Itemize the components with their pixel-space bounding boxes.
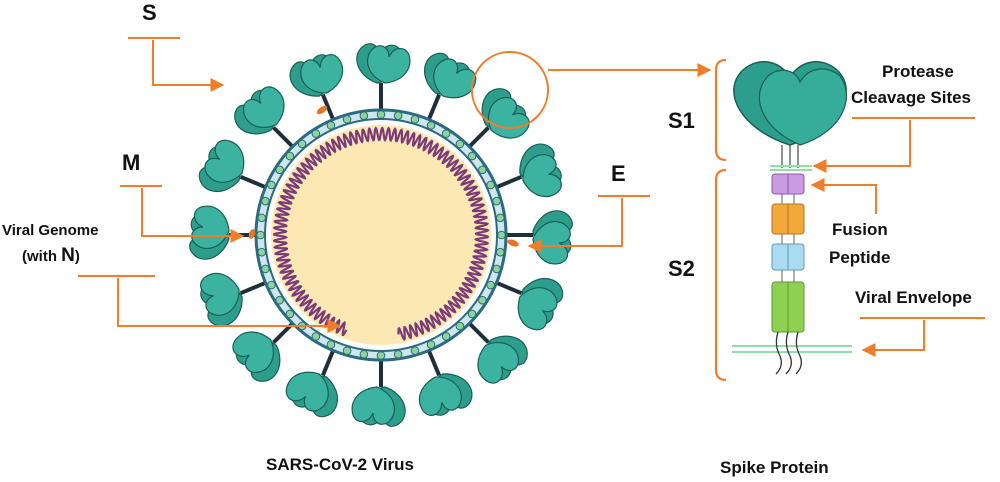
label-m: M (122, 150, 141, 175)
membrane-protein-dot (426, 340, 436, 349)
membrane-protein-dot (410, 115, 420, 124)
membrane-protein-dot (441, 129, 451, 138)
membrane-protein-dot (267, 280, 276, 290)
membrane-protein-dot (256, 230, 265, 240)
membrane-protein-dot (297, 139, 307, 149)
spike-glycoprotein (289, 54, 344, 121)
membrane-protein-dot (467, 151, 477, 161)
label-viral-genome: Viral Genome (2, 222, 99, 239)
label-peptide: Peptide (829, 248, 891, 267)
membrane-protein-dot (376, 351, 386, 360)
membrane-protein-dot (275, 165, 284, 175)
membrane-protein-dot (342, 115, 352, 124)
membrane-protein-dot (426, 121, 436, 130)
segment-purple (771, 173, 805, 195)
membrane-protein-dot (342, 346, 352, 355)
m-protein-marker (248, 229, 256, 239)
spike-protein-detail (714, 58, 985, 382)
segment-orange (771, 203, 805, 235)
spike-caption: Spike Protein (720, 458, 829, 477)
virus-leader-lines (78, 37, 650, 333)
top-protein-marker (316, 105, 328, 115)
s2-bracket (714, 168, 727, 382)
membrane-protein-dot (486, 280, 495, 290)
e-protein-marker (507, 239, 519, 247)
membrane-protein-dot (257, 213, 267, 223)
spike-highlight-circle (471, 51, 549, 129)
label-n: N (61, 245, 75, 266)
spike-glycoprotein (356, 43, 411, 110)
membrane-protein-dot (257, 247, 267, 257)
virus-caption: SARS-CoV-2 Virus (266, 455, 415, 474)
membrane-proteins (256, 110, 506, 360)
virus-spikes (189, 43, 573, 427)
transmembrane-tails (775, 331, 802, 375)
spike-glycoprotein (495, 278, 564, 331)
label-viral-envelope: Viral Envelope (855, 288, 972, 307)
spike-glycoprotein (467, 321, 528, 384)
membrane-protein-dot (441, 332, 451, 341)
spike-glycoprotein (189, 205, 256, 260)
label-s: S (142, 0, 157, 25)
label-s2: S2 (668, 256, 695, 281)
membrane-protein-dot (478, 165, 487, 175)
membrane-protein-dot (275, 295, 284, 305)
spike-glycoprotein (200, 272, 267, 327)
membrane-protein-dot (492, 264, 501, 274)
label-with-prefix: (with (22, 248, 62, 265)
membrane-protein-dot (261, 264, 270, 274)
spike-glycoprotein (351, 360, 406, 427)
spike-glycoprotein (495, 143, 562, 198)
label-fusion: Fusion (832, 220, 888, 239)
membrane-protein-dot (495, 247, 505, 257)
membrane-protein-dot (495, 213, 505, 223)
spike-glycoprotein (232, 321, 295, 382)
s1-bracket (714, 58, 727, 162)
segment-connectors (781, 194, 795, 282)
spike-glycoprotein (285, 349, 338, 418)
virus-particle (189, 43, 573, 427)
membrane-protein-dot (455, 139, 465, 149)
spike-s1-head (733, 60, 848, 146)
spike-leader-lines (810, 117, 985, 357)
membrane-protein-dot (311, 332, 321, 341)
segment-green (771, 281, 805, 333)
viral-genome-rna (272, 126, 490, 342)
spike-glycoprotein (467, 88, 530, 149)
membrane-protein-dot (285, 309, 295, 319)
membrane-protein-dot (261, 196, 270, 206)
spike-glycoprotein (418, 349, 473, 416)
label-cleavage-sites: Cleavage Sites (851, 88, 972, 107)
spike-glycoprotein (424, 52, 477, 121)
membrane-protein-dot (410, 346, 420, 355)
membrane-protein-dot (359, 111, 369, 121)
membrane-protein-dot (486, 180, 495, 190)
membrane-protein-dot (393, 111, 403, 121)
membrane-protein-dot (376, 110, 386, 119)
label-e: E (611, 161, 626, 186)
membrane-protein-dot (393, 349, 403, 359)
membrane-protein-dot (359, 349, 369, 359)
segment-blue (771, 243, 805, 271)
membrane-protein-dot (497, 230, 506, 240)
membrane-protein-dot (492, 196, 501, 206)
membrane-protein-dot (311, 129, 321, 138)
label-with-n: (with N) (22, 245, 80, 267)
label-s1: S1 (668, 108, 695, 133)
viral-core (271, 125, 491, 345)
membrane-protein-dot (455, 321, 465, 331)
spike-glycoprotein (506, 210, 573, 265)
membrane-protein-dot (326, 121, 336, 130)
membrane-protein-dot (478, 295, 487, 305)
label-protease: Protease (882, 62, 954, 81)
membrane-protein-dot (467, 309, 477, 319)
spike-glycoprotein (234, 86, 295, 149)
spike-stalk (781, 145, 799, 168)
membrane-protein-dot (285, 151, 295, 161)
spike-glycoprotein (198, 139, 267, 192)
membrane-protein-dot (326, 340, 336, 349)
membrane-protein-dot (267, 180, 276, 190)
label-with-suffix: ) (74, 248, 80, 265)
